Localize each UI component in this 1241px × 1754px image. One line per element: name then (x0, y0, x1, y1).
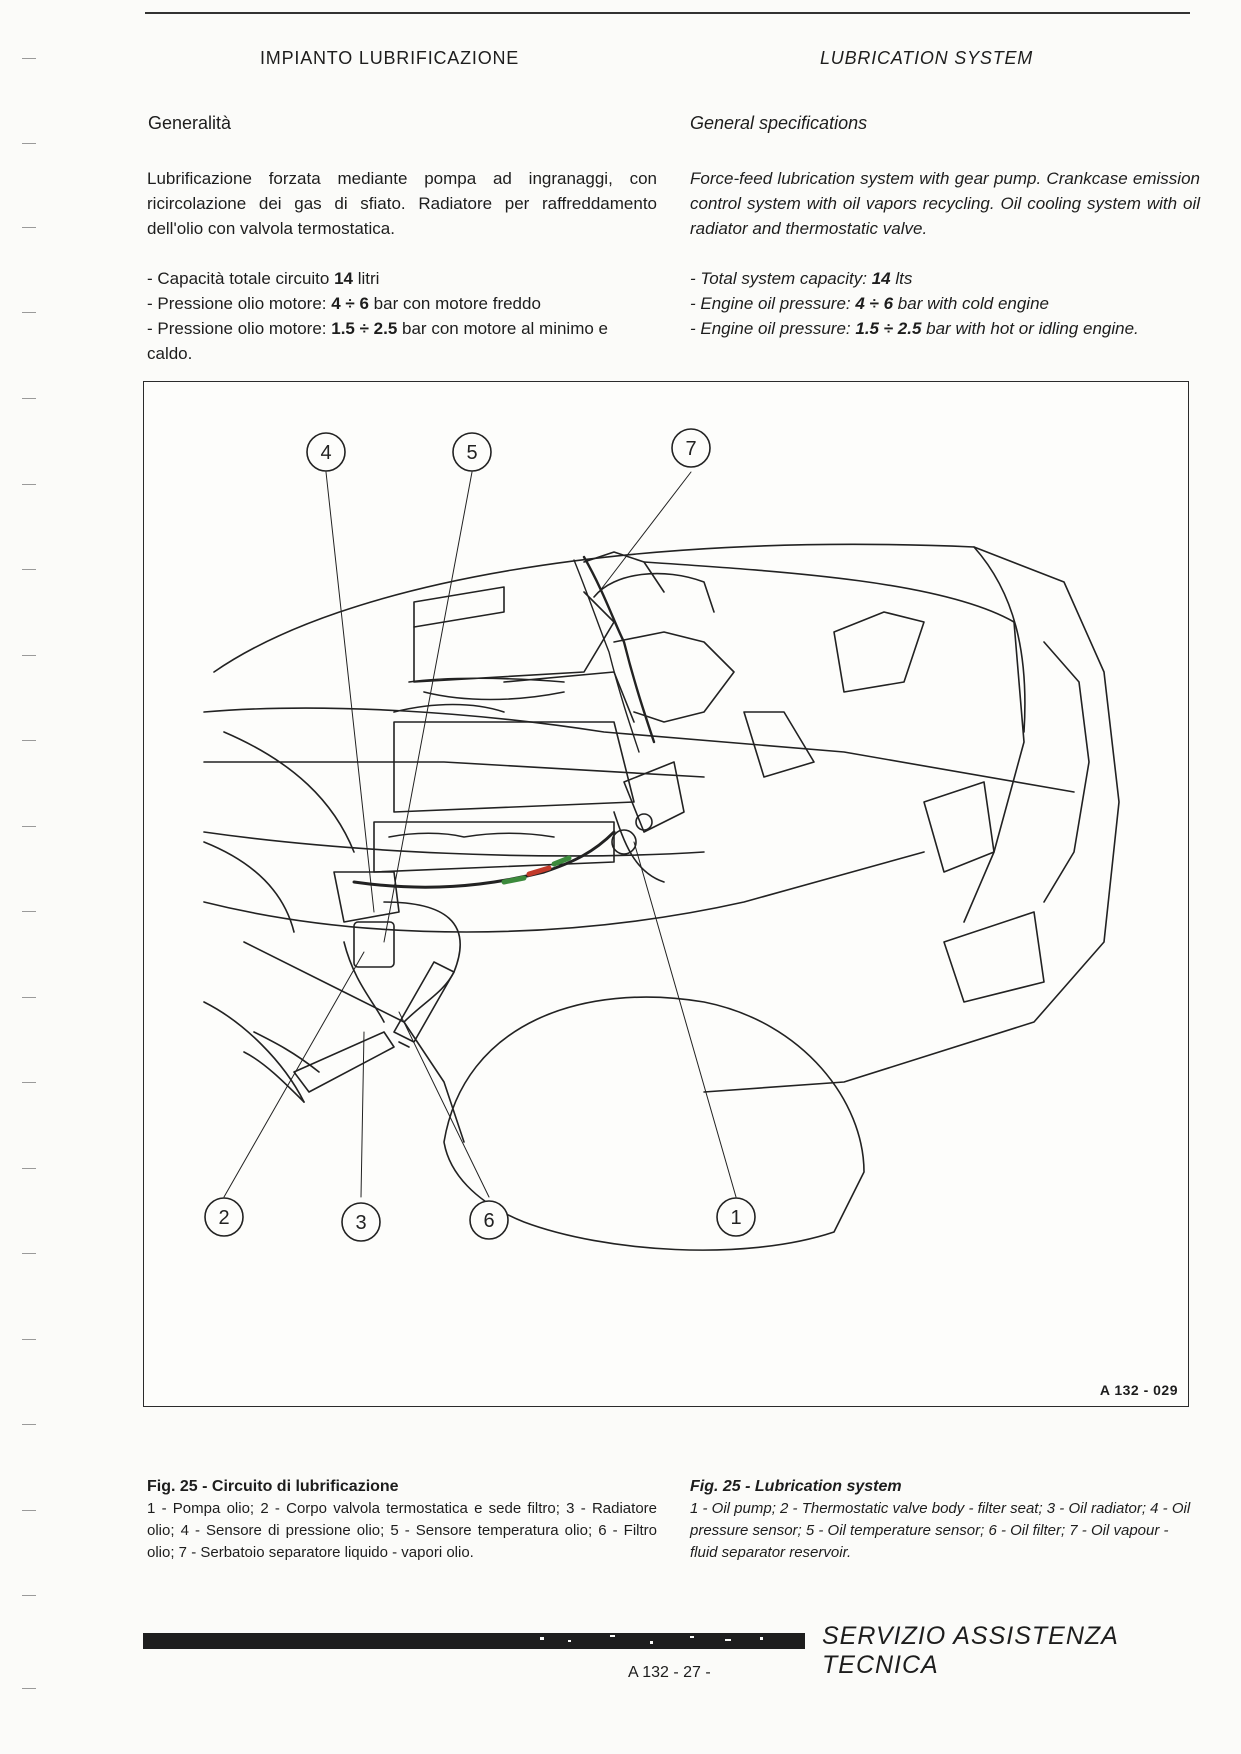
figure-caption-english: Fig. 25 - Lubrication system 1 - Oil pum… (690, 1476, 1200, 1564)
car-body-outline (203, 543, 1120, 1251)
engine-block (352, 551, 735, 889)
callout-leader-lines (223, 471, 737, 1198)
page-number: A 132 - 27 - (628, 1664, 711, 1681)
specs-list-italian: - Capacità totale circuito 14 litri - Pr… (147, 266, 657, 366)
spec-capacity: - Capacità totale circuito 14 litri (147, 269, 380, 288)
spec-capacity: - Total system capacity: 14 lts (690, 269, 913, 288)
callout-label-3: 3 (355, 1212, 366, 1234)
callout-marker-3 (341, 1202, 381, 1242)
callout-label-4: 4 (320, 442, 331, 464)
specs-list-english: - Total system capacity: 14 lts - Engine… (690, 266, 1200, 341)
callout-marker-6 (469, 1200, 509, 1240)
callout-marker-1 (716, 1197, 756, 1237)
callout-marker-5 (452, 432, 492, 472)
binder-margin (22, 0, 42, 1754)
caption-title: Fig. 25 - Circuito di lubrificazione (147, 1478, 399, 1495)
callout-marker-7 (671, 428, 711, 468)
service-department-label: SERVIZIO ASSISTENZA TECNICA (822, 1622, 1118, 1679)
callout-label-5: 5 (466, 442, 477, 464)
footer-bar-texture (540, 1635, 763, 1644)
figure-caption-italian: Fig. 25 - Circuito di lubrificazione 1 -… (147, 1476, 657, 1564)
callout-marker-4 (306, 432, 346, 472)
intro-paragraph-italian: Lubrificazione forzata mediante pompa ad… (147, 169, 657, 238)
subtitle-italian: Generalità (148, 113, 232, 133)
lubrication-system-figure: 4 5 7 2 3 6 1 A 132 - 029 (143, 381, 1189, 1407)
callout-markers (204, 428, 756, 1242)
spec-pressure-hot: - Pressione olio motore: 1.5 ÷ 2.5 bar c… (147, 319, 608, 363)
engine-bay-drawing: 4 5 7 2 3 6 1 (203, 428, 1120, 1251)
callout-label-7: 7 (685, 438, 696, 460)
section-title-italian: IMPIANTO LUBRIFICAZIONE (260, 48, 520, 68)
section-title-english: LUBRICATION SYSTEM (820, 48, 1034, 68)
callout-label-6: 6 (483, 1210, 494, 1232)
caption-body: 1 - Oil pump; 2 - Thermostatic valve bod… (690, 1500, 1191, 1561)
intro-paragraph-english: Force-feed lubrication system with gear … (690, 169, 1200, 238)
oil-lines-colored (501, 855, 572, 885)
spec-pressure-cold: - Engine oil pressure: 4 ÷ 6 bar with co… (690, 294, 1049, 313)
spec-pressure-hot: - Engine oil pressure: 1.5 ÷ 2.5 bar wit… (690, 319, 1139, 338)
filter-and-radiator (333, 871, 461, 1048)
spec-pressure-cold: - Pressione olio motore: 4 ÷ 6 bar con m… (147, 294, 541, 313)
callout-label-1: 1 (730, 1207, 741, 1229)
top-rule (145, 12, 1190, 14)
caption-title: Fig. 25 - Lubrication system (690, 1478, 902, 1495)
callout-label-2: 2 (218, 1207, 229, 1229)
subtitle-english: General specifications (690, 113, 868, 133)
footer-bar (143, 1633, 805, 1649)
caption-body: 1 - Pompa olio; 2 - Corpo valvola termos… (147, 1500, 657, 1561)
callout-marker-2 (204, 1197, 244, 1237)
figure-reference-code: A 132 - 029 (1099, 1382, 1178, 1398)
